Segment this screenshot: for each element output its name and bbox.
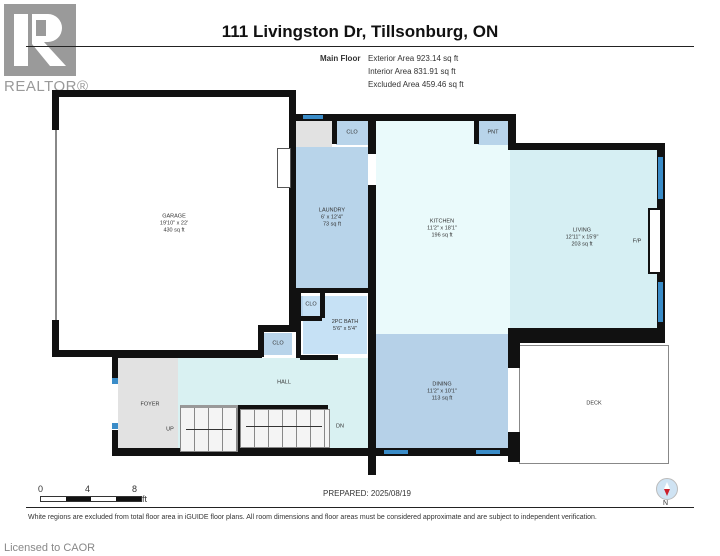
floor-label: Main Floor [320, 54, 361, 63]
room-garage [58, 96, 290, 351]
footer-divider [26, 507, 694, 508]
scale-tick-0: 0 [38, 484, 44, 494]
room-living [510, 148, 657, 328]
room-bath [303, 296, 367, 354]
label-stairs-up: UP [166, 426, 174, 433]
label-clo-1: CLO [346, 129, 358, 136]
room-clo-laundry [336, 121, 368, 145]
room-kitchen [376, 121, 510, 334]
disclaimer-text: White regions are excluded from total fl… [28, 514, 597, 521]
label-pantry: PNT [487, 129, 499, 136]
excluded-area: Excluded Area 459.46 sq ft [368, 80, 464, 89]
prepared-date: PREPARED: 2025/08/19 [323, 489, 411, 498]
realtor-r-icon [14, 14, 66, 66]
room-clo-3 [264, 333, 292, 355]
license-text: Licensed to CAOR [4, 542, 96, 554]
label-deck: DECK [586, 400, 602, 407]
property-address-title: 111 Livingston Dr, Tillsonburg, ON [221, 22, 499, 41]
label-hall: HALL [277, 379, 291, 386]
room-pantry [478, 121, 508, 145]
area-summary: Exterior Area 923.14 sq ft Interior Area… [368, 52, 464, 91]
scale-bar [40, 496, 142, 502]
room-laundry [296, 147, 368, 289]
interior-area: Interior Area 831.91 sq ft [368, 67, 456, 76]
label-fireplace: F/P [632, 238, 642, 245]
room-deck [519, 345, 669, 464]
label-stairs-down: DN [336, 423, 344, 430]
label-clo-2: CLO [305, 301, 317, 308]
scale-tick-4: 4 [85, 484, 91, 494]
compass-north-label: N [663, 500, 669, 507]
scale-unit: ft [142, 494, 148, 504]
label-clo-3: CLO [272, 340, 284, 347]
title-divider [26, 46, 694, 47]
stairs-down [240, 409, 330, 448]
room-dining [376, 334, 508, 452]
scale-tick-8: 8 [132, 484, 138, 494]
compass-icon [656, 478, 678, 500]
exterior-area: Exterior Area 923.14 sq ft [368, 54, 459, 63]
room-foyer [118, 358, 178, 448]
label-foyer: FOYER [140, 401, 160, 408]
stairs-up [180, 405, 238, 452]
realtor-logo [4, 4, 76, 76]
room-laundry-entry [296, 121, 332, 147]
